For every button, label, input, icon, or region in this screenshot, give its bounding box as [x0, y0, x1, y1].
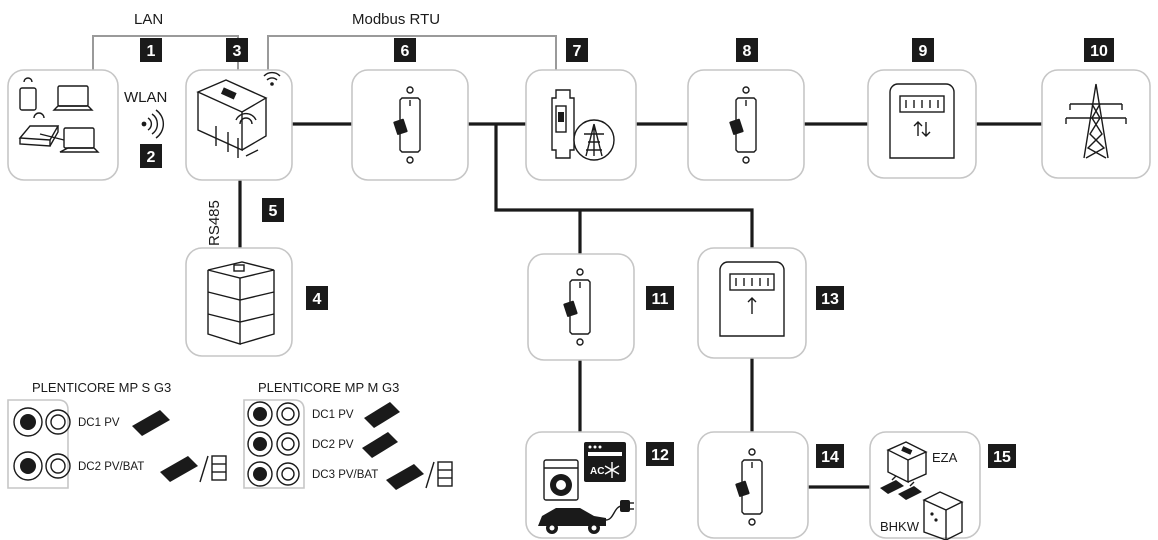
- badge-4: 4: [306, 286, 328, 310]
- node-6-breaker: [351, 69, 469, 181]
- wifi-icon: [263, 71, 281, 86]
- network-devices-icon: [18, 77, 100, 153]
- circuit-breaker-icon: [735, 448, 763, 526]
- svg-text:14: 14: [821, 449, 839, 466]
- svg-text:13: 13: [821, 291, 839, 308]
- badge-1: 1: [140, 38, 162, 62]
- svg-text:6: 6: [401, 43, 410, 60]
- mp-s-dc2-label: DC2 PV/BAT: [78, 461, 144, 473]
- badge-13: 13: [816, 286, 844, 310]
- svg-text:11: 11: [652, 291, 669, 308]
- slash-divider: [199, 455, 209, 483]
- svg-text:7: 7: [573, 43, 582, 60]
- svg-text:4: 4: [313, 291, 322, 308]
- ac-label: AC: [590, 466, 604, 477]
- node-10-grid: [1041, 69, 1151, 179]
- badge-10: 10: [1084, 38, 1114, 62]
- energy-meter-icon: [551, 89, 615, 161]
- pv-module-icon: [386, 464, 424, 490]
- slash-divider: [425, 461, 435, 489]
- svg-text:10: 10: [1090, 43, 1108, 60]
- circuit-breaker-icon: [393, 86, 421, 164]
- branch-line: [494, 124, 754, 248]
- node-11-breaker: [527, 253, 635, 361]
- dc-connector-icon: [247, 401, 300, 487]
- svg-text:5: 5: [269, 203, 278, 220]
- dc-connector-icon: [13, 407, 71, 481]
- svg-text:1: 1: [147, 43, 156, 60]
- pv-module-icon: [160, 456, 198, 482]
- eza-label: EZA: [932, 450, 958, 465]
- node-15-generator: EZA BHKW: [869, 431, 981, 540]
- node-1-network: [7, 69, 119, 181]
- inverter-icon: [196, 79, 268, 158]
- badge-6: 6: [394, 38, 416, 62]
- badge-7: 7: [566, 38, 588, 62]
- pv-module-icon: [364, 402, 400, 428]
- circuit-breaker-icon: [729, 86, 757, 164]
- pv-module-icon: [362, 432, 398, 458]
- svg-text:2: 2: [147, 149, 156, 166]
- badge-3: 3: [226, 38, 248, 62]
- modbus-line: [267, 35, 557, 70]
- badge-9: 9: [912, 38, 934, 62]
- badge-12: 12: [646, 442, 674, 466]
- bidirectional-meter-icon: [889, 83, 955, 159]
- modbus-label: Modbus RTU: [352, 11, 440, 28]
- svg-text:9: 9: [919, 43, 928, 60]
- badge-2: 2: [140, 144, 162, 168]
- svg-text:8: 8: [743, 43, 752, 60]
- node-8-breaker: [687, 69, 805, 181]
- mp-m-dc1-label: DC1 PV: [312, 409, 354, 421]
- badge-11: 11: [646, 286, 674, 310]
- mp-s-panel: PLENTICORE MP S G3 DC1 PV DC2 PV/BAT: [7, 380, 227, 489]
- lan-line: [92, 35, 239, 70]
- wlan-label: WLAN: [124, 89, 167, 106]
- meter-icon: [719, 261, 785, 337]
- mp-s-title: PLENTICORE MP S G3: [32, 380, 171, 395]
- mp-m-dc3-label: DC3 PV/BAT: [312, 469, 378, 481]
- node-12-loads: AC: [525, 431, 637, 539]
- node-7-meter: [525, 69, 637, 181]
- battery-small-icon: [437, 461, 453, 487]
- mp-s-dc1-label: DC1 PV: [78, 417, 120, 429]
- node-13-meter: [697, 247, 807, 359]
- badge-8: 8: [736, 38, 758, 62]
- badge-15: 15: [988, 444, 1016, 468]
- power-pylon-icon: [1065, 83, 1127, 159]
- battery-small-icon: [211, 455, 227, 481]
- mp-m-dc2-label: DC2 PV: [312, 439, 354, 451]
- household-loads-icon: AC: [538, 442, 634, 534]
- pv-module-icon: [132, 410, 170, 436]
- battery-icon: [207, 261, 275, 345]
- badge-5: 5: [262, 198, 284, 222]
- wifi-signal-icon: [141, 109, 165, 139]
- circuit-breaker-icon: [563, 268, 591, 346]
- node-9-meter: [867, 69, 977, 179]
- rs485-label: RS485: [206, 200, 223, 246]
- svg-text:15: 15: [993, 449, 1011, 466]
- bhkw-label: BHKW: [880, 519, 920, 534]
- mp-m-title: PLENTICORE MP M G3: [258, 380, 399, 395]
- badge-14: 14: [816, 444, 844, 468]
- generator-icon: [880, 441, 964, 540]
- node-14-breaker: [697, 431, 809, 539]
- mp-m-panel: PLENTICORE MP M G3 DC1 PV DC2 PV DC3 PV/…: [243, 380, 453, 490]
- svg-text:3: 3: [233, 43, 242, 60]
- node-4-battery: [185, 247, 293, 357]
- svg-text:12: 12: [651, 447, 669, 464]
- lan-label: LAN: [134, 11, 163, 28]
- node-3-inverter: [185, 69, 293, 181]
